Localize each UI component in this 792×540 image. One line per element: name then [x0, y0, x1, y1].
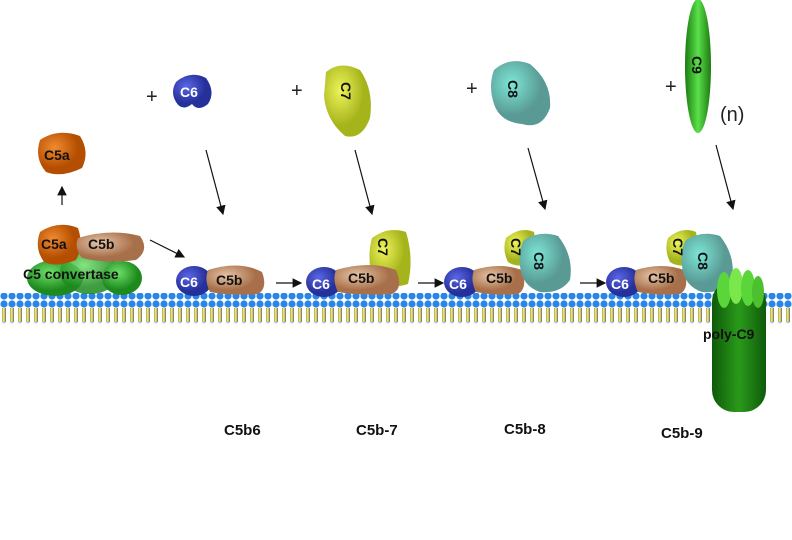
svg-text:C5b: C5b: [216, 272, 242, 288]
plus-sign: +: [665, 76, 677, 98]
stage-label-c5b-9: C5b-9: [661, 425, 703, 442]
poly-c9-label: poly-C9: [703, 326, 755, 342]
plus-sign: +: [146, 86, 158, 108]
svg-text:C8: C8: [505, 80, 521, 98]
svg-text:C7: C7: [508, 238, 524, 256]
reaction-arrows: [57, 144, 736, 288]
arrow-c9-binding: [715, 144, 736, 211]
svg-text:C5b: C5b: [648, 270, 674, 286]
c5-convertase-label: C5 convertase: [23, 266, 119, 282]
complex-c5b-7: C7 C6 C5b: [306, 230, 411, 297]
free-c7: C7: [324, 65, 371, 137]
svg-text:C5b: C5b: [348, 270, 374, 286]
c5b-label: C5b: [88, 236, 114, 252]
arrow-c8-binding: [527, 147, 548, 211]
svg-text:C8: C8: [695, 252, 711, 270]
svg-text:C5b: C5b: [486, 270, 512, 286]
n-multiplier: (n): [720, 104, 744, 126]
svg-text:C8: C8: [531, 252, 547, 270]
c5a-label: C5a: [41, 236, 67, 252]
arrow-to-c5b6: [149, 239, 186, 258]
cell-membrane: [0, 293, 792, 323]
plus-sign: +: [291, 80, 303, 102]
stage-label-c5b-7: C5b-7: [356, 422, 398, 439]
free-c8: C8: [491, 61, 551, 126]
free-c5a: C5a: [38, 132, 86, 175]
free-c9: C9: [685, 0, 711, 133]
svg-text:C7: C7: [670, 238, 686, 256]
plus-sign: +: [466, 78, 478, 100]
svg-text:C6: C6: [180, 274, 198, 290]
svg-text:C5a: C5a: [44, 147, 70, 163]
arrow-c6-binding: [205, 149, 226, 216]
svg-text:C9: C9: [689, 56, 705, 74]
stage-label-c5b6: C5b6: [224, 422, 261, 439]
complex-c5b-9: C7 C6 C5b C8 poly-C9: [606, 230, 766, 412]
stage-label-c5b-8: C5b-8: [504, 421, 546, 438]
complex-c5b-8: C7 C6 C5b C8: [444, 230, 571, 297]
arrow-c7-binding: [354, 149, 375, 216]
svg-text:C6: C6: [312, 276, 330, 292]
complex-c5b6: C6 C5b: [176, 265, 265, 296]
svg-text:C6: C6: [180, 84, 198, 100]
poly-c9-pore: [712, 268, 766, 412]
svg-text:C7: C7: [375, 238, 391, 256]
svg-text:C6: C6: [611, 276, 629, 292]
c5-convertase-complex: C5a C5b C5 convertase: [23, 224, 145, 296]
svg-text:C7: C7: [338, 82, 354, 100]
free-c6: C6: [173, 74, 212, 108]
svg-text:C6: C6: [449, 276, 467, 292]
